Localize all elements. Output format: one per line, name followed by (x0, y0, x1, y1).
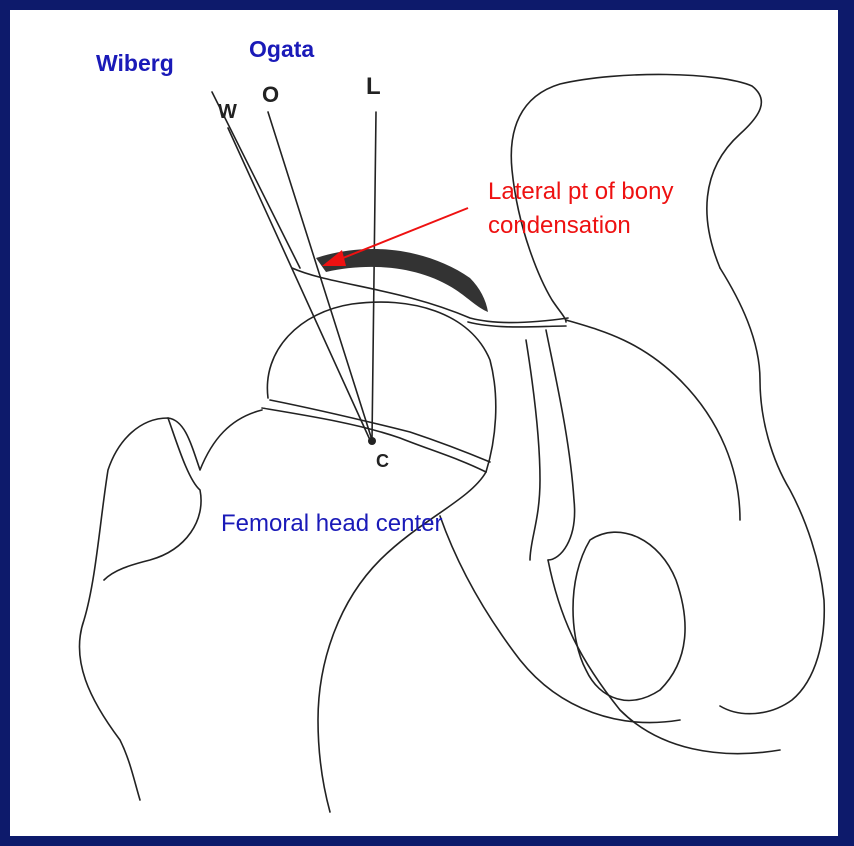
femur-outline-left (79, 410, 262, 800)
wiberg-label: Wiberg (96, 52, 174, 75)
letter-c: C (376, 451, 389, 471)
letter-o: O (262, 82, 279, 107)
femoral-center-label: Femoral head center (221, 512, 442, 536)
ilium-medial (720, 268, 824, 714)
lateral-point-label: Lateral pt of bony condensation (488, 175, 788, 242)
obturator-foramen (573, 532, 685, 700)
ogata-label: Ogata (249, 38, 314, 61)
lesser-trochanter (440, 516, 680, 723)
l-line (372, 112, 376, 440)
lateral-point-text: Lateral pt of bony condensation (488, 178, 673, 239)
ischial-column-2 (526, 340, 540, 560)
ischial-column (546, 330, 575, 560)
ilium-inner (566, 320, 740, 520)
letter-w: W (218, 101, 237, 123)
ogata-line (268, 112, 372, 440)
femoral-center-point (368, 437, 376, 445)
pubic-ramus (548, 560, 780, 754)
femoral-head (267, 302, 495, 472)
letter-l: L (366, 73, 381, 100)
greater-trochanter (104, 418, 201, 580)
